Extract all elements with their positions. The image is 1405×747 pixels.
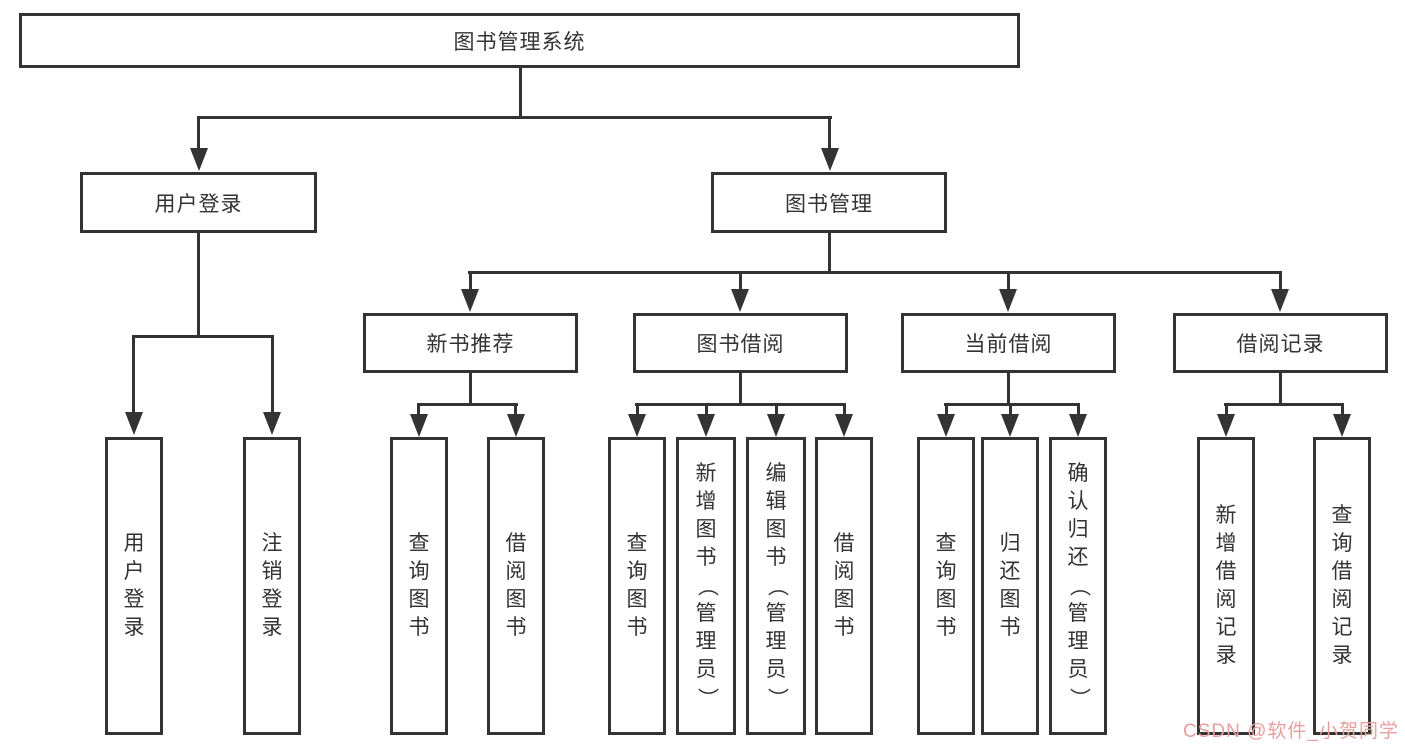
- connector-stem: [271, 335, 274, 412]
- arrow-down-icon: [461, 289, 479, 312]
- connector-hline: [635, 403, 846, 406]
- connector-vline: [469, 373, 472, 406]
- connector-root-vline: [519, 68, 522, 118]
- connector-vline: [1279, 373, 1282, 406]
- connector-stem: [945, 403, 948, 416]
- node-leaf-query-books-recommend: 查询图书: [390, 437, 448, 735]
- arrow-down-icon: [821, 148, 839, 171]
- arrow-down-icon: [125, 412, 143, 435]
- node-leaf-user-login: 用户登录: [105, 437, 163, 735]
- connector-stem: [1007, 271, 1010, 290]
- node-book-borrow: 图书借阅: [633, 313, 848, 373]
- arrow-down-icon: [410, 414, 428, 437]
- node-leaf-edit-books-admin: 编辑图书（管理员）: [746, 437, 806, 735]
- arrow-down-icon: [999, 289, 1017, 312]
- connector-stem: [469, 271, 472, 290]
- csdn-watermark: CSDN @软件_小贺同学: [1183, 721, 1399, 742]
- connector-stem: [417, 403, 420, 416]
- arrow-down-icon: [1271, 289, 1289, 312]
- connector-vline: [739, 373, 742, 406]
- connector-stem: [514, 403, 517, 416]
- node-current-borrow: 当前借阅: [901, 313, 1116, 373]
- connector-stem: [1077, 403, 1080, 416]
- connector-level2-hline: [197, 116, 832, 119]
- node-new-book-recommend: 新书推荐: [363, 313, 578, 373]
- node-borrow-records: 借阅记录: [1173, 313, 1388, 373]
- connector-hline: [1224, 403, 1344, 406]
- node-leaf-borrow-books-recommend: 借阅图书: [487, 437, 545, 735]
- arrow-down-icon: [1333, 414, 1351, 437]
- node-root-system: 图书管理系统: [19, 13, 1020, 68]
- arrow-down-icon: [263, 412, 281, 435]
- connector-stem: [132, 335, 135, 412]
- connector-hline: [132, 335, 274, 338]
- arrow-down-icon: [767, 414, 785, 437]
- node-leaf-confirm-return-admin: 确认归还（管理员）: [1049, 437, 1107, 735]
- arrow-down-icon: [937, 414, 955, 437]
- connector-stem: [843, 403, 846, 416]
- arrow-down-icon: [190, 148, 208, 171]
- node-book-management: 图书管理: [711, 172, 947, 233]
- arrow-down-icon: [1001, 414, 1019, 437]
- arrow-down-icon: [628, 414, 646, 437]
- arrow-down-icon: [697, 414, 715, 437]
- arrow-down-icon: [507, 414, 525, 437]
- connector-stem: [1009, 403, 1012, 416]
- connector-vline: [197, 233, 200, 338]
- node-leaf-add-borrow-record: 新增借阅记录: [1197, 437, 1255, 735]
- connector-stem: [1225, 403, 1228, 416]
- arrow-down-icon: [731, 289, 749, 312]
- connector-stem: [1341, 403, 1344, 416]
- node-leaf-logout: 注销登录: [243, 437, 301, 735]
- node-leaf-borrow-books: 借阅图书: [815, 437, 873, 735]
- connector-stem: [775, 403, 778, 416]
- connector-stem: [739, 271, 742, 290]
- connector-hline: [468, 271, 1282, 274]
- connector-hline: [944, 403, 1080, 406]
- arrow-down-icon: [835, 414, 853, 437]
- connector-hline: [417, 403, 518, 406]
- node-leaf-query-borrow-record: 查询借阅记录: [1313, 437, 1371, 735]
- connector-stem: [705, 403, 708, 416]
- node-user-login: 用户登录: [80, 172, 317, 233]
- node-leaf-query-books-current: 查询图书: [917, 437, 975, 735]
- connector-stem: [1279, 271, 1282, 290]
- connector-stem: [636, 403, 639, 416]
- arrow-down-icon: [1217, 414, 1235, 437]
- connector-stem: [197, 116, 200, 150]
- connector-vline: [1007, 373, 1010, 406]
- node-leaf-return-books: 归还图书: [981, 437, 1039, 735]
- node-leaf-add-books-admin: 新增图书（管理员）: [676, 437, 736, 735]
- node-leaf-query-books-borrow: 查询图书: [608, 437, 666, 735]
- arrow-down-icon: [1069, 414, 1087, 437]
- connector-stem: [828, 116, 831, 150]
- connector-vline: [828, 233, 831, 274]
